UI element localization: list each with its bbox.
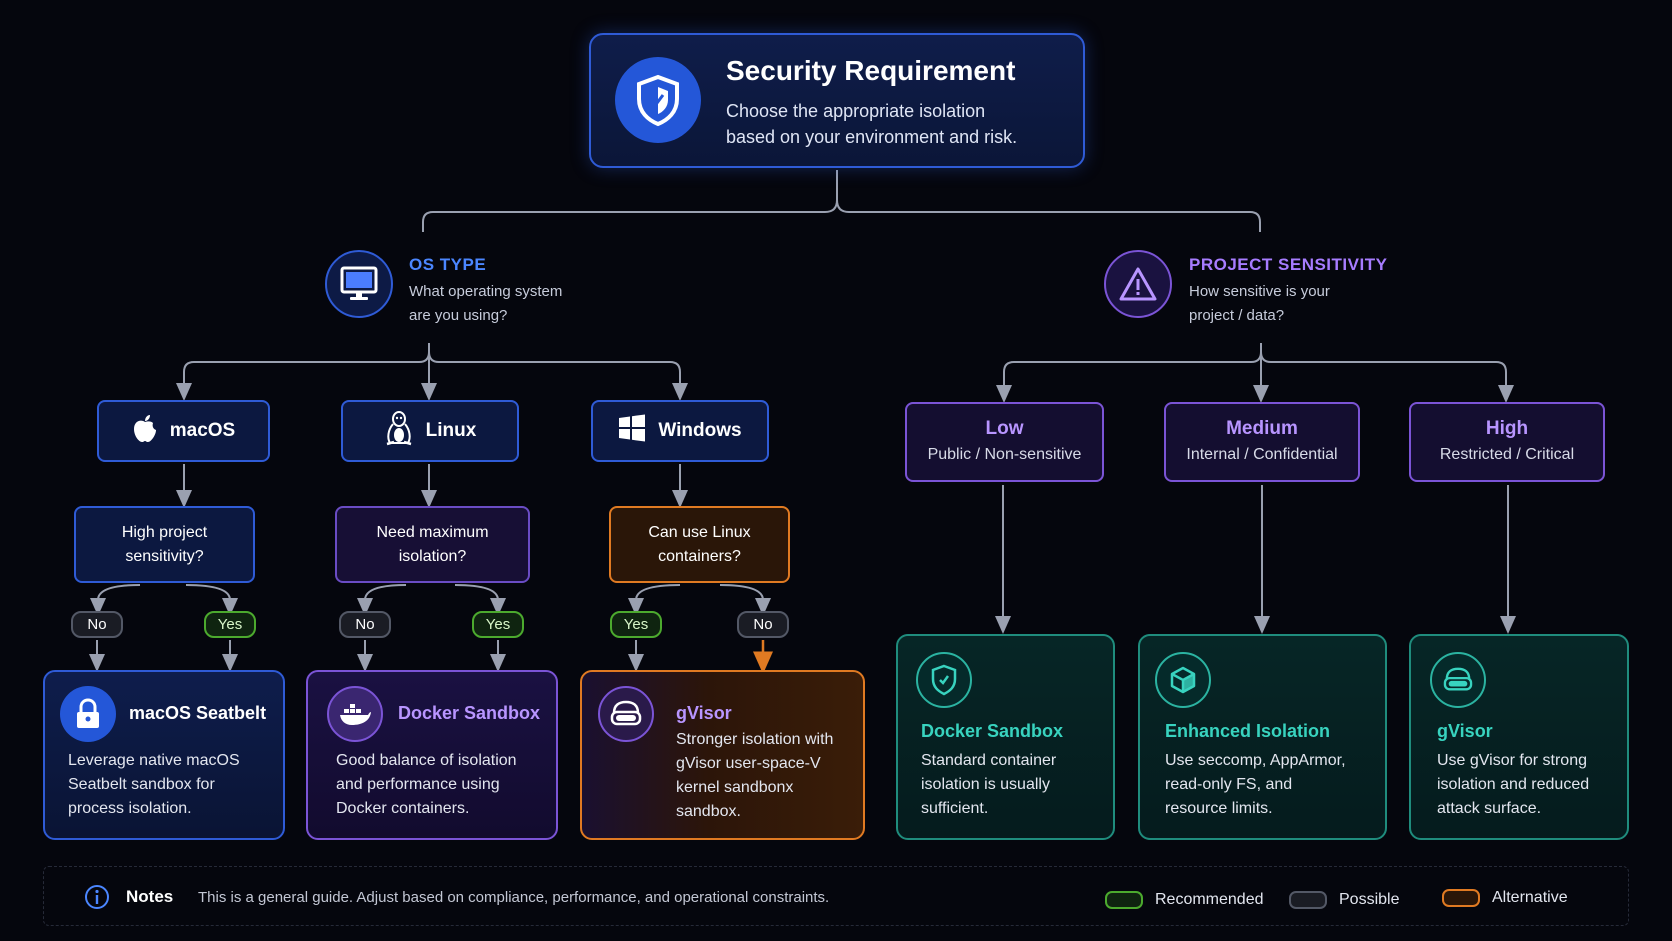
card-description: Use gVisor for strong isolation and redu… — [1437, 749, 1627, 821]
notes-bar — [43, 866, 1629, 926]
answer-no-pill[interactable]: No — [71, 611, 123, 638]
result-card-gvisor[interactable] — [580, 670, 865, 840]
os-type-desc-line: What operating system — [409, 283, 563, 300]
card-line: gVisor user-space-V — [676, 755, 821, 772]
card-line: and performance using — [336, 776, 500, 793]
os-option-linux[interactable]: Linux — [341, 400, 519, 462]
sensitivity-desc: Public / Non-sensitive — [927, 446, 1082, 463]
question-line: sensitivity? — [125, 547, 204, 565]
monitor-icon — [325, 250, 393, 318]
answer-yes-pill[interactable]: Yes — [204, 611, 256, 638]
os-type-title: OS TYPE — [409, 255, 487, 274]
card-description: Stronger isolation with gVisor user-spac… — [676, 728, 861, 824]
penguin-icon — [384, 410, 414, 452]
windows-icon — [618, 414, 646, 448]
question-max-isolation: Need maximum isolation? — [335, 506, 530, 583]
card-title: Docker Sandbox — [398, 703, 541, 723]
card-line: Docker containers. — [336, 800, 470, 817]
card-line: kernel sandbonx — [676, 779, 794, 796]
project-sensitivity-title: PROJECT SENSITIVITY — [1189, 255, 1388, 274]
question-line: isolation? — [398, 547, 467, 565]
sensitivity-level: Low — [985, 418, 1024, 439]
card-line: isolation and reduced — [1437, 776, 1590, 793]
card-description: Good balance of isolation and performanc… — [336, 749, 551, 821]
card-line: sufficient. — [921, 800, 989, 817]
header-subtitle-line: based on your environment and risk. — [726, 127, 1018, 147]
card-title: gVisor — [1437, 721, 1493, 741]
card-title: Enhanced Isolation — [1165, 721, 1331, 741]
goggles-icon — [598, 686, 654, 742]
question-line: Need maximum — [376, 523, 489, 541]
question-line: Can use Linux — [648, 523, 751, 541]
os-option-label: macOS — [169, 420, 236, 441]
project-sensitivity-description: How sensitive is your project / data? — [1189, 280, 1389, 328]
card-line: Good balance of isolation — [336, 752, 517, 769]
legend-swatch-alternative — [1442, 889, 1480, 907]
shield-icon — [916, 652, 972, 708]
apple-icon — [132, 413, 158, 449]
answer-no-pill[interactable]: No — [737, 611, 789, 638]
card-line: process isolation. — [68, 800, 192, 817]
docker-whale-icon — [327, 686, 383, 742]
cube-icon — [1155, 652, 1211, 708]
sensitivity-high[interactable]: High Restricted / Critical — [1409, 402, 1605, 482]
answer-no-pill[interactable]: No — [339, 611, 391, 638]
os-option-label: Windows — [658, 420, 742, 441]
sensitivity-low[interactable]: Low Public / Non-sensitive — [905, 402, 1104, 482]
sensitivity-desc: Internal / Confidential — [1186, 446, 1338, 463]
notes-label: Notes — [126, 887, 174, 906]
legend-swatch-possible — [1289, 891, 1327, 909]
question-line: containers? — [658, 547, 741, 565]
answer-yes-pill[interactable]: Yes — [472, 611, 524, 638]
question-linux-containers: Can use Linux containers? — [609, 506, 790, 583]
card-line: Stronger isolation with — [676, 731, 834, 748]
card-line: attack surface. — [1437, 800, 1542, 817]
card-line: read-only FS, and — [1165, 776, 1293, 793]
notes-text: This is a general guide. Adjust based on… — [198, 889, 830, 906]
question-line: High project — [121, 523, 208, 541]
card-line: Use gVisor for strong — [1437, 752, 1587, 769]
sensitivity-desc-line: How sensitive is your — [1189, 283, 1330, 300]
card-description: Standard container isolation is usually … — [921, 749, 1111, 821]
card-line: Standard container — [921, 752, 1057, 769]
card-line: isolation is usually — [921, 776, 1050, 793]
info-icon — [84, 884, 110, 915]
legend-swatch-recommended — [1105, 891, 1143, 909]
card-line: Use seccomp, AppArmor, — [1165, 752, 1346, 769]
card-title: macOS Seatbelt — [129, 703, 267, 723]
goggles-icon — [1430, 652, 1486, 708]
lock-icon — [60, 686, 116, 742]
question-high-sensitivity: High project sensitivity? — [74, 506, 255, 583]
os-type-description: What operating system are you using? — [409, 280, 609, 328]
sensitivity-medium[interactable]: Medium Internal / Confidential — [1164, 402, 1360, 482]
card-title: Docker Sandbox — [921, 721, 1064, 741]
header-title: Security Requirement — [726, 55, 1016, 86]
os-type-desc-line: are you using? — [409, 307, 508, 324]
sensitivity-level: High — [1485, 418, 1529, 439]
warning-icon — [1104, 250, 1172, 318]
card-line: Seatbelt sandbox for — [68, 776, 215, 793]
sensitivity-desc: Restricted / Critical — [1439, 446, 1575, 463]
os-option-macos[interactable]: macOS — [97, 400, 270, 462]
legend-label: Recommended — [1155, 891, 1264, 908]
shield-icon — [615, 57, 701, 143]
os-option-windows[interactable]: Windows — [591, 400, 769, 462]
answer-yes-pill[interactable]: Yes — [610, 611, 662, 638]
card-title: gVisor — [676, 703, 732, 723]
legend-label: Alternative — [1492, 889, 1568, 906]
sensitivity-desc-line: project / data? — [1189, 307, 1285, 324]
legend-label: Possible — [1339, 891, 1400, 908]
card-line: sandbox. — [676, 803, 741, 820]
card-line: resource limits. — [1165, 800, 1273, 817]
sensitivity-level: Medium — [1226, 418, 1298, 439]
header-subtitle-line: Choose the appropriate isolation — [726, 101, 986, 121]
os-option-label: Linux — [425, 420, 477, 441]
card-description: Use seccomp, AppArmor, read-only FS, and… — [1165, 749, 1380, 821]
card-line: Leverage native macOS — [68, 752, 240, 769]
header-subtitle: Choose the appropriate isolation based o… — [726, 98, 1046, 150]
card-description: Leverage native macOS Seatbelt sandbox f… — [68, 749, 278, 821]
